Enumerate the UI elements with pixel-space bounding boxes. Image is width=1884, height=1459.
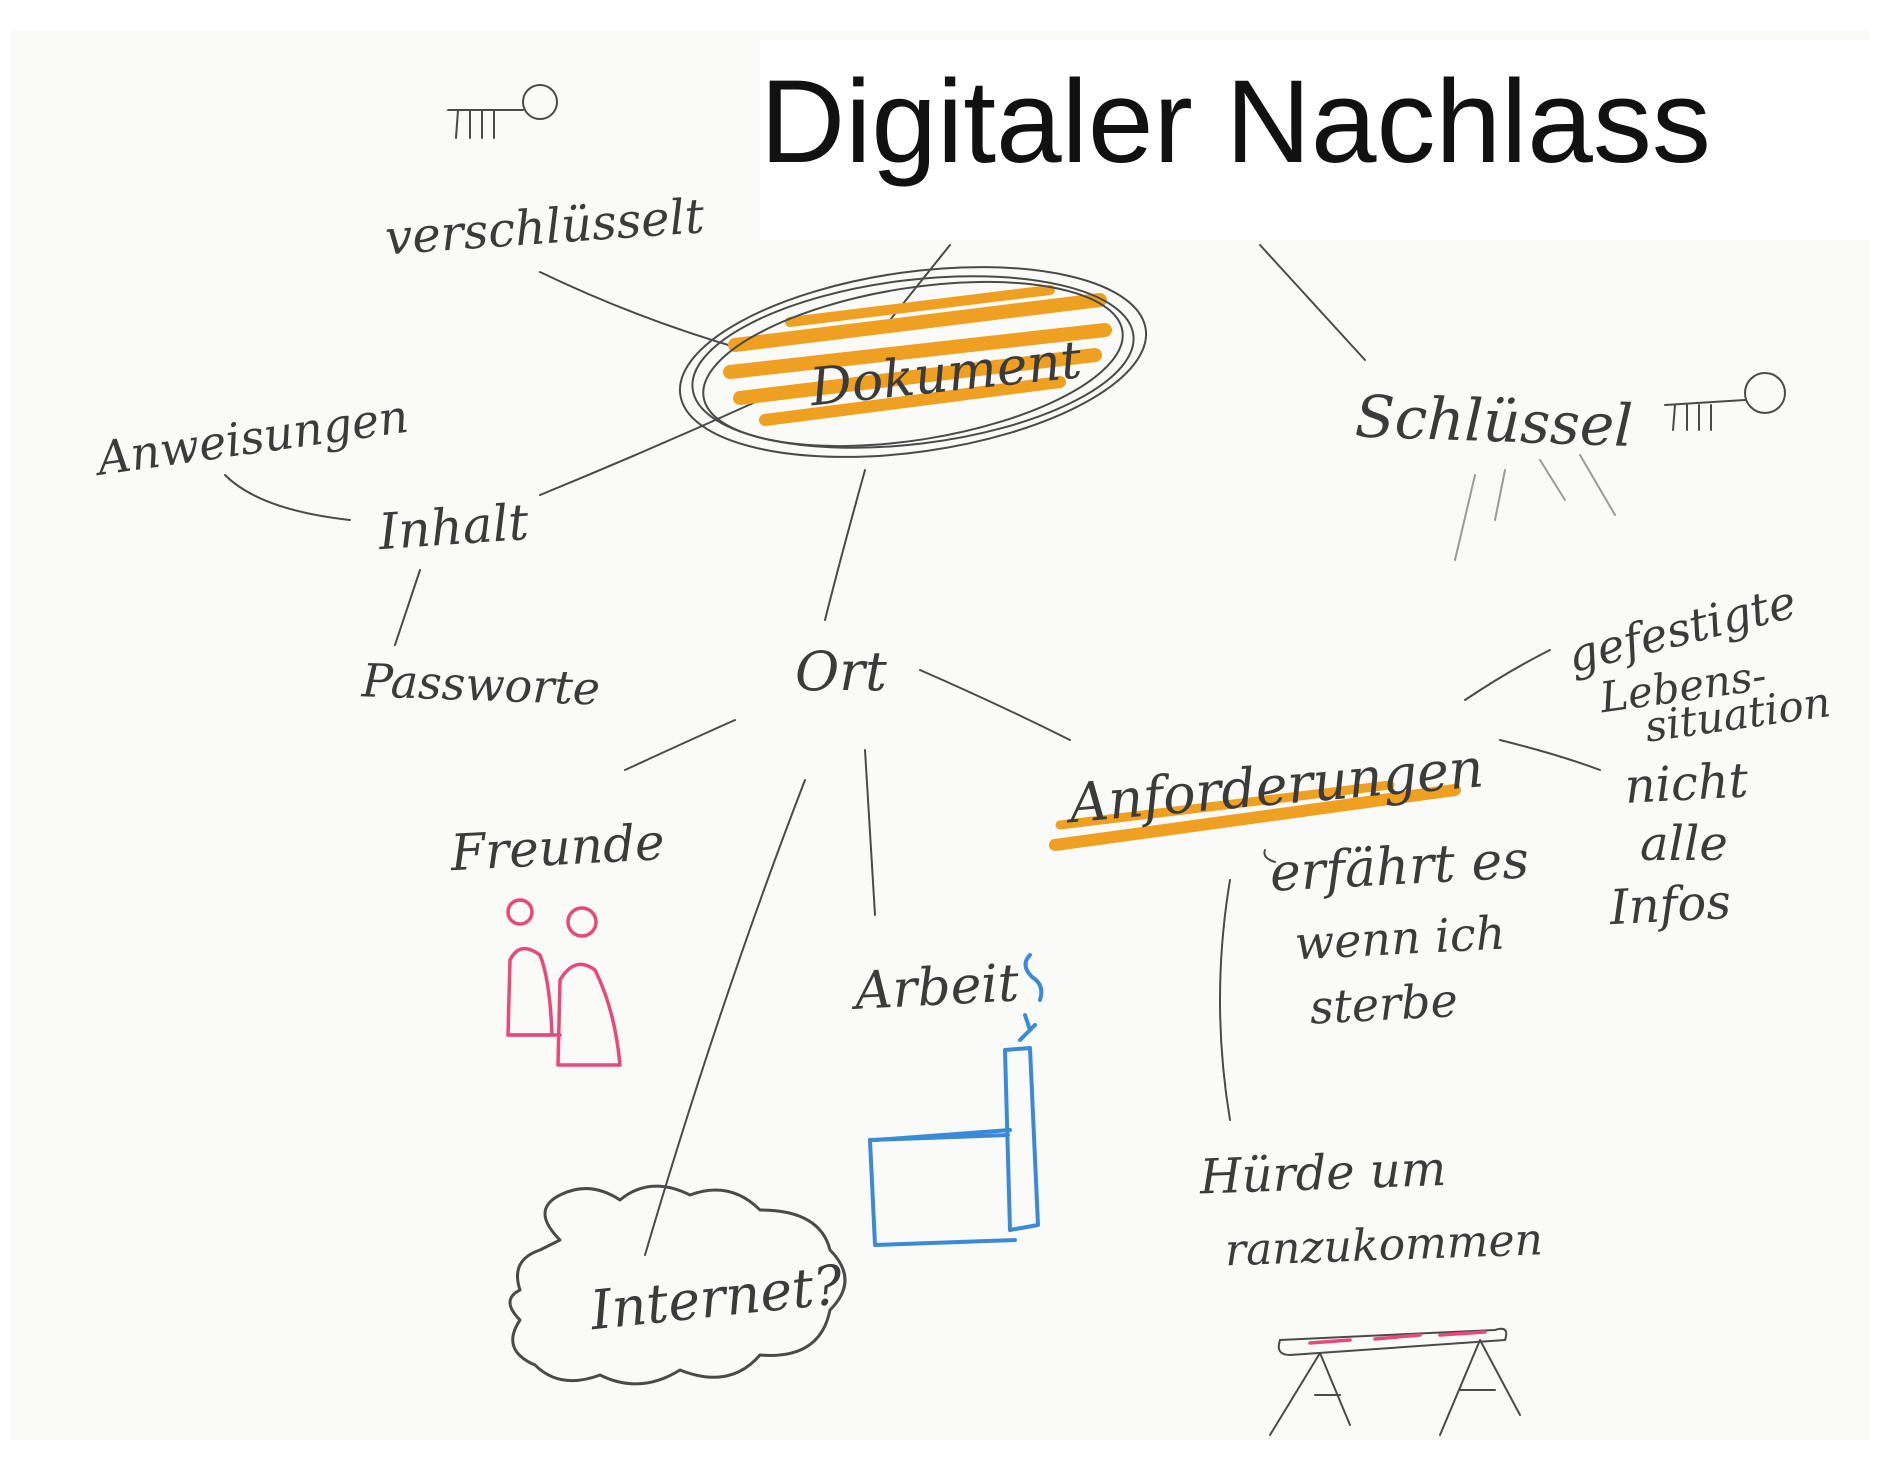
node-huerde-line1: Hürde um — [1198, 1141, 1447, 1206]
center-ellipse — [678, 266, 1148, 458]
highlight-fill — [723, 285, 1112, 426]
key-icon — [1664, 372, 1786, 431]
cloud-icon — [508, 1184, 847, 1386]
node-inhalt: Inhalt — [376, 493, 532, 561]
paper-background — [10, 30, 1870, 1440]
node-erfaehrt-line1: erfährt es — [1268, 830, 1530, 903]
node-arbeit: Arbeit — [849, 953, 1020, 1022]
node-erfaehrt-line3: sterbe — [1308, 973, 1459, 1035]
node-freunde: Freunde — [448, 813, 666, 882]
node-nicht-line1: nicht — [1623, 752, 1750, 814]
factory-icon — [868, 953, 1044, 1247]
page-title: Digitaler Nachlass — [760, 56, 1711, 188]
node-ort: Ort — [795, 640, 887, 703]
node-nicht-line3: Infos — [1607, 874, 1732, 936]
node-erfaehrt-line2: wenn ich — [1293, 905, 1506, 970]
title-backdrop — [760, 40, 1880, 240]
node-nicht-line2: alle — [1640, 816, 1728, 872]
node-passworte: Passworte — [360, 653, 601, 715]
node-huerde-line2: ranzukommen — [1224, 1214, 1544, 1276]
barrier-icon — [1269, 1327, 1521, 1436]
people-icon — [506, 898, 622, 1067]
anforderungen-underline — [1049, 780, 1461, 851]
key-icon — [447, 84, 558, 139]
node-schluessel: Schlüssel — [1354, 382, 1634, 460]
center-node: Dokument — [678, 266, 1148, 458]
